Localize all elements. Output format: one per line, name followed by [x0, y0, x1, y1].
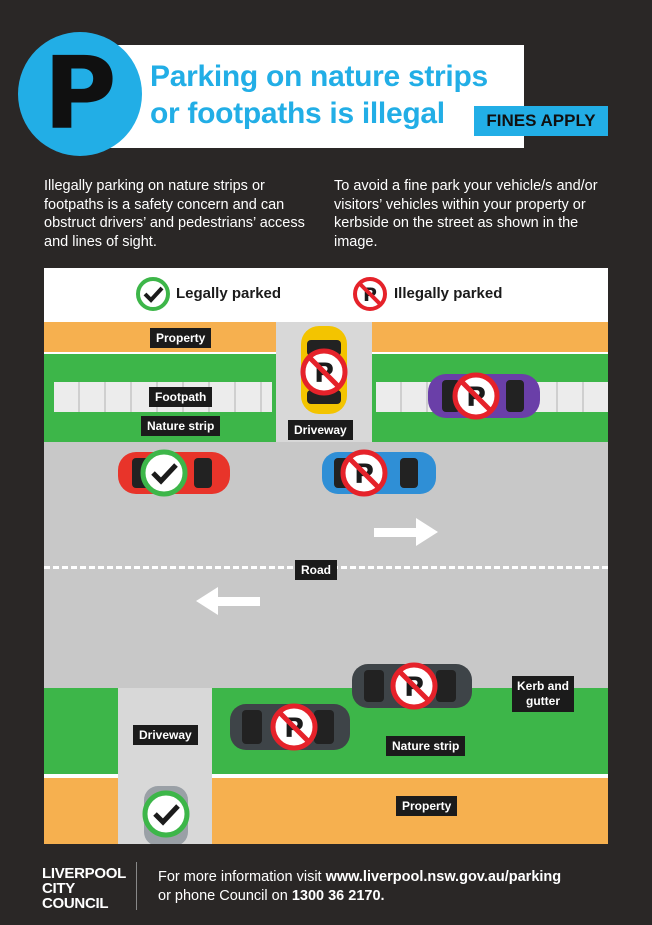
label-driveway-bottom: Driveway [133, 725, 198, 745]
no-parking-icon: P [353, 277, 387, 311]
fines-apply-badge: FINES APPLY [474, 106, 608, 136]
property-bottom-left [44, 778, 118, 844]
legend-illegal: Illegally parked [394, 285, 503, 302]
legend-legal: Legally parked [176, 285, 282, 302]
label-kerb-line1: Kerb and [517, 679, 570, 693]
label-kerb-gutter: Kerb and gutter [512, 676, 575, 712]
nature-strip-bottom-left [44, 688, 118, 774]
arrow-right-icon [374, 518, 438, 546]
label-road: Road [295, 560, 337, 580]
footer-phone: 1300 36 2170. [291, 888, 385, 904]
label-nature-strip-bottom: Nature strip [386, 736, 466, 756]
footer-info: For more information visit www.liverpool… [158, 868, 561, 906]
label-property-bottom: Property [396, 796, 458, 816]
arrow-left-icon [196, 587, 260, 615]
header-panel [88, 45, 524, 148]
council-logo: LIVERPOOL CITY COUNCIL [42, 866, 126, 911]
label-nature-strip-top: Nature strip [141, 416, 221, 436]
tick-mark-road [140, 449, 188, 497]
footer-url-link[interactable]: www.liverpool.nsw.gov.au/parking [325, 869, 562, 885]
property-top-right [372, 322, 608, 352]
logo-line3: COUNCIL [42, 895, 109, 912]
label-property-top: Property [150, 328, 212, 348]
no-parking-mark-kerb: P [390, 662, 438, 710]
label-driveway-top: Driveway [288, 420, 353, 440]
intro-text-right: To avoid a fine park your vehicle/s and/… [334, 178, 598, 250]
parking-logo-icon: P [18, 32, 142, 156]
footer-divider [136, 862, 137, 910]
no-parking-mark-nature-strip: P [270, 703, 318, 751]
logo-line2: CITY [42, 880, 75, 897]
no-parking-mark-road: P [340, 449, 388, 497]
footer-prefix: For more information visit [158, 869, 326, 885]
label-footpath: Footpath [149, 387, 213, 407]
no-parking-mark-driveway: P [300, 348, 348, 396]
footer-phone-prefix: or phone Council on [158, 888, 292, 904]
no-parking-mark-footpath: P [452, 372, 500, 420]
diagram-graphics: P [118, 277, 540, 844]
parking-diagram: P [44, 268, 608, 844]
tick-mark-driveway [142, 790, 190, 838]
page-title-line1: Parking on nature strips [150, 60, 488, 93]
label-kerb-line2: gutter [526, 694, 560, 708]
page-title-line2: or footpaths is illegal [150, 97, 445, 130]
intro-text-left: Illegally parking on nature strips or fo… [44, 178, 305, 250]
tick-icon [136, 277, 170, 311]
logo-line1: LIVERPOOL [42, 865, 126, 882]
